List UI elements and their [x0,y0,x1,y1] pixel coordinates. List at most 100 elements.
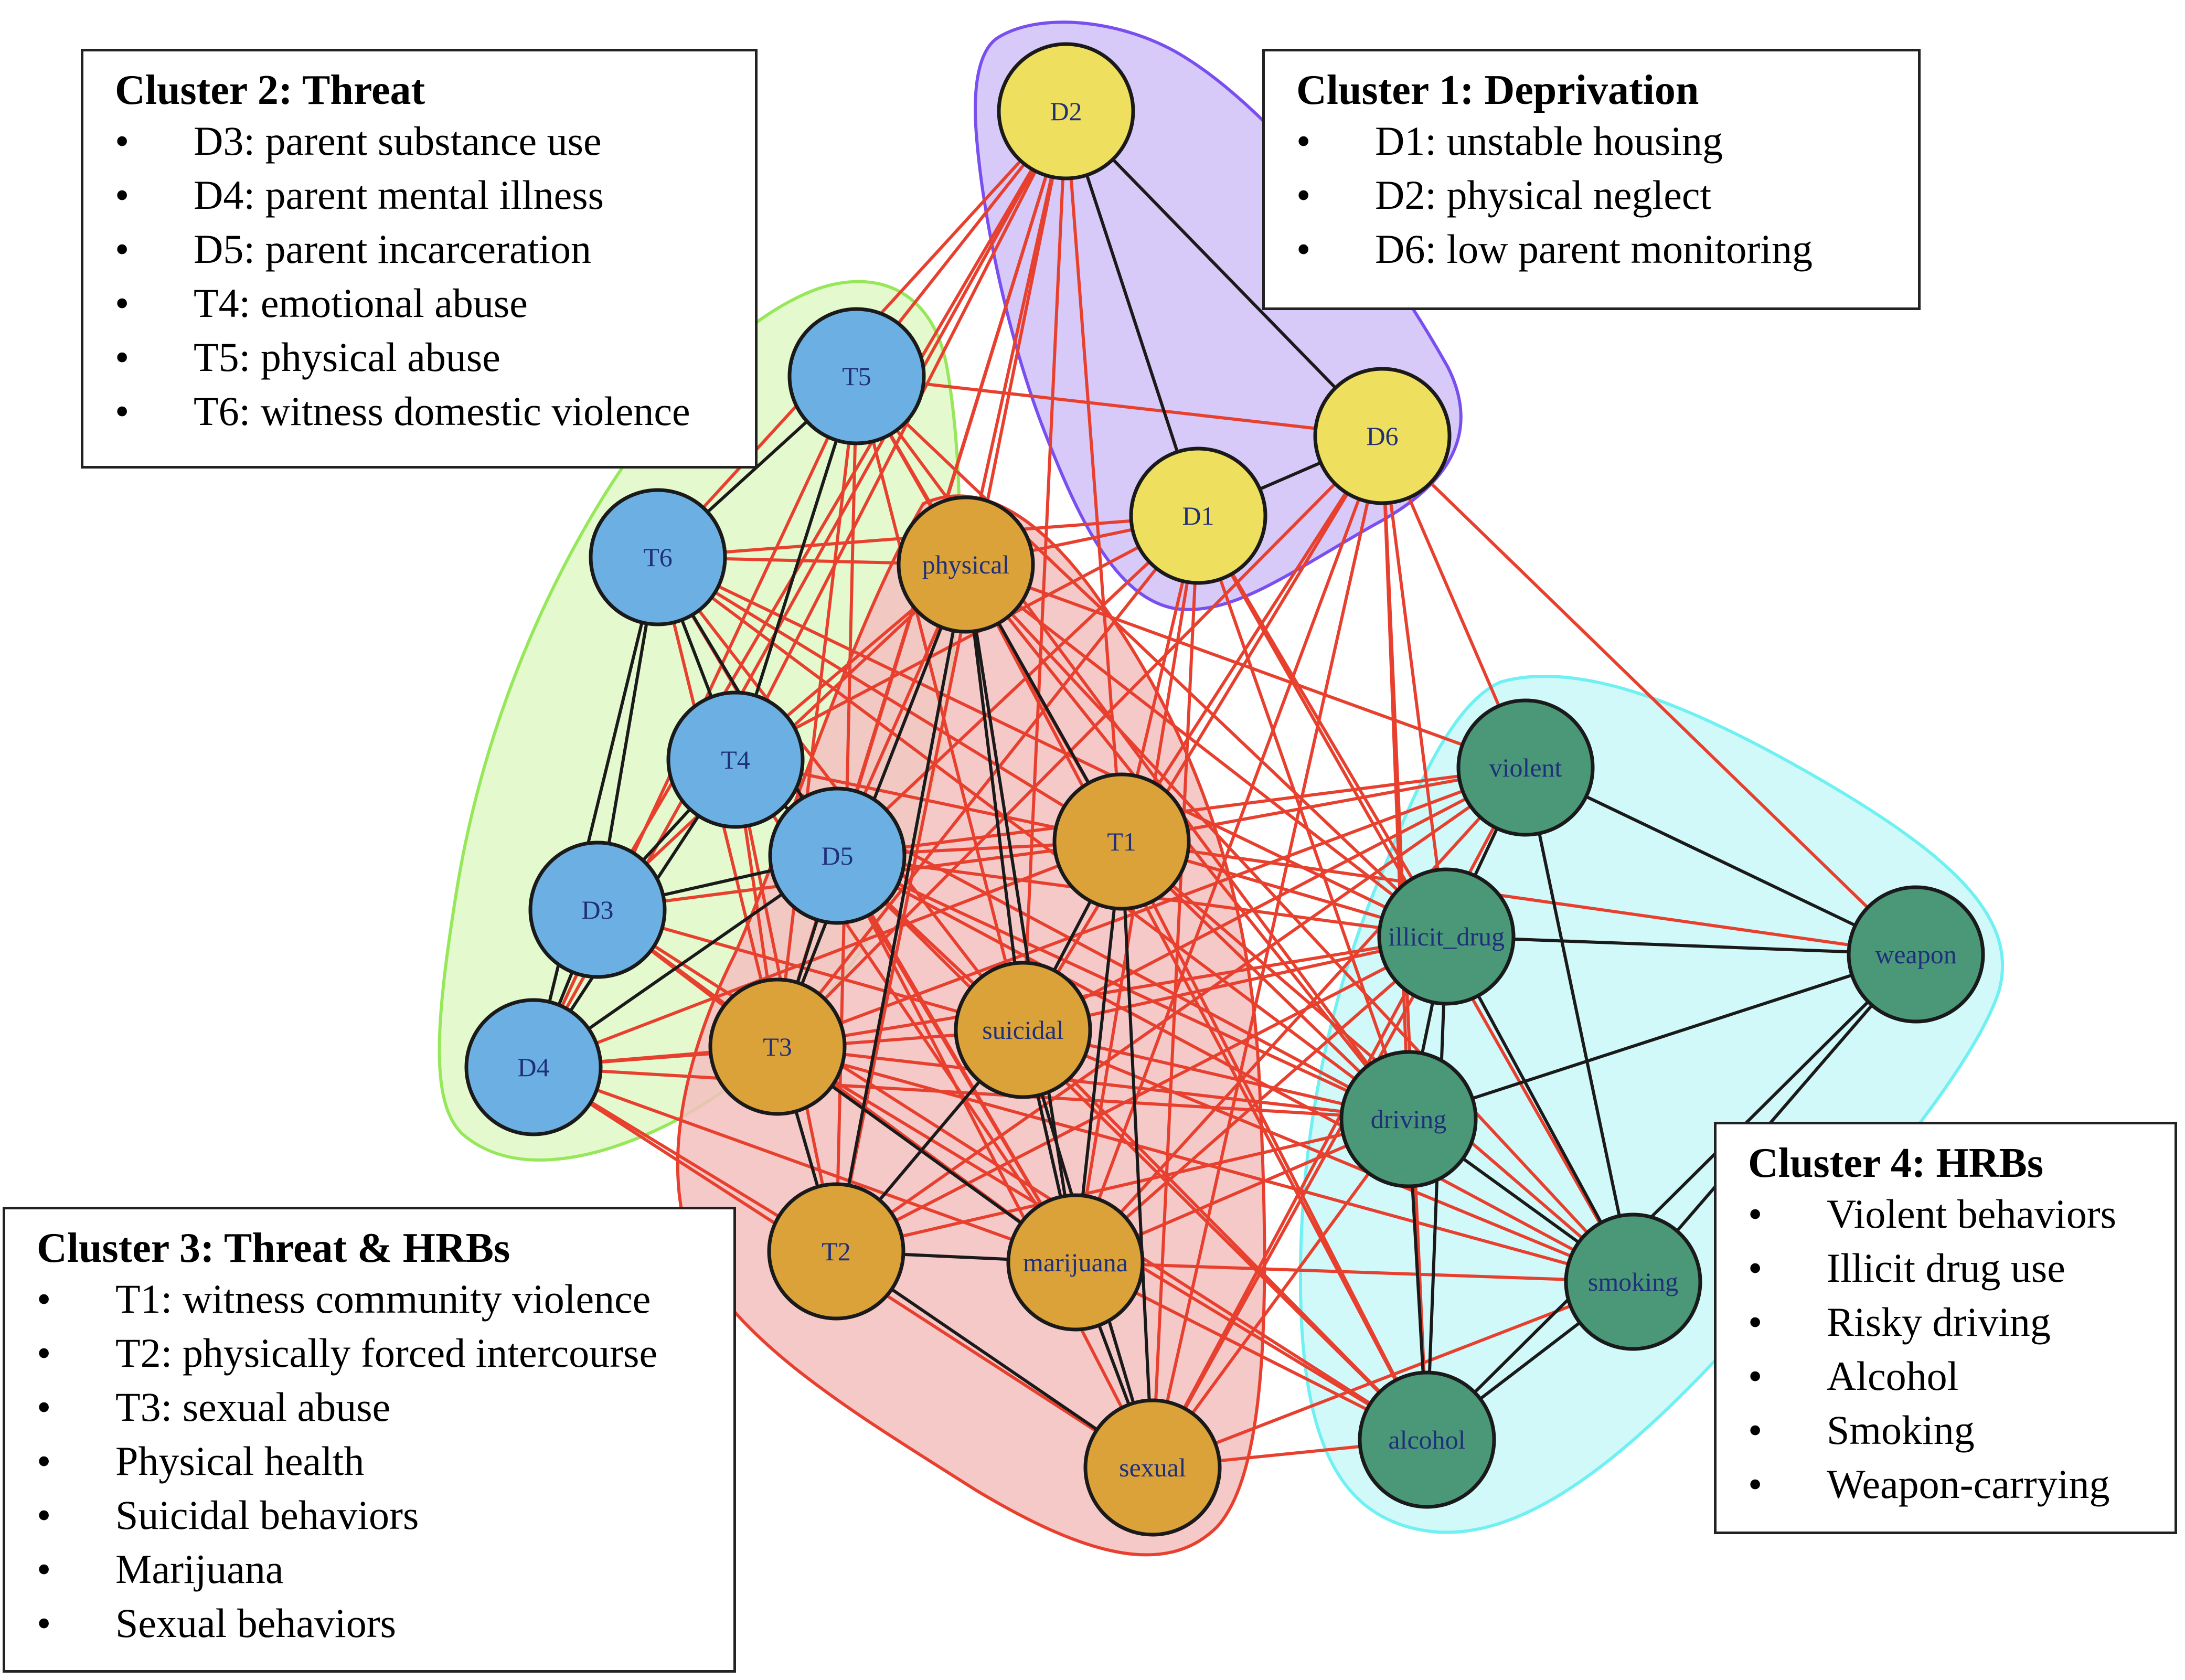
bullet-icon: • [115,172,130,218]
bullet-icon: • [115,388,130,434]
edge-between-T3-smoking [777,1045,1634,1283]
legend-item-text: Illicit drug use [1827,1245,2065,1291]
node-D6: D6 [1313,367,1452,505]
legend-list: •D3: parent substance use •D4: parent me… [115,114,723,439]
node-marijuana: marijuana [1006,1193,1145,1332]
edge-between-D5-alcohol [836,854,1429,1441]
edge-between-T3-driving [777,1045,1409,1121]
edge-within-illicit_drug-weapon [1446,935,1916,956]
edge-between-D5-smoking [836,854,1634,1283]
edge-between-sexual-illicit_drug [1151,935,1448,1469]
legend-item-text: Suicidal behaviors [115,1492,419,1538]
node-D3: D3 [528,841,667,979]
node-circle [954,961,1092,1099]
node-label: D6 [1366,421,1398,451]
edge-between-D5-sexual [836,855,1154,1469]
edge-between-physical-smoking [964,563,1635,1283]
legend-item-text: Smoking [1827,1407,1975,1453]
legend-item-text: Weapon-carrying [1827,1461,2110,1507]
edge-within-weapon-driving [1408,953,1916,1121]
edge-between-marijuana-illicit_drug [1074,935,1447,1264]
edge-between-physical-illicit_drug [965,563,1447,938]
bullet-icon: • [37,1546,51,1592]
bullet-icon: • [1748,1245,1763,1291]
edge-within-weapon-alcohol [1425,953,1917,1441]
node-weapon: weapon [1847,885,1985,1024]
bullet-icon: • [115,280,130,326]
node-D2: D2 [997,42,1135,180]
node-label: T6 [643,543,673,572]
legend-item: •T3: sexual abuse [37,1380,702,1434]
node-circle [1358,1370,1496,1509]
legend-title: Cluster 2: Threat [115,67,425,113]
legend-item: • Weapon-carrying [1748,1458,2143,1512]
legend-item: •T2: physically forced intercourse [37,1326,702,1380]
legend-item: •T4: emotional abuse [115,277,723,331]
node-D1: D1 [1129,446,1267,585]
node-alcohol: alcohol [1358,1370,1496,1509]
legend-item: •D1: unstable housing [1296,114,1886,168]
edge-between-D4-T1 [532,840,1123,1069]
legend-item: •Violent behaviors [1748,1187,2143,1241]
legend-item-text: D2: physical neglect [1375,172,1712,218]
node-circle [767,1182,905,1321]
edge-between-D6-suicidal [1021,435,1384,1031]
legend-item: •Marijuana [37,1543,702,1597]
edge-between-physical-violent [965,563,1527,769]
node-T5: T5 [787,307,926,445]
node-T4: T4 [666,690,805,829]
edge-between-sexual-driving [1151,1118,1410,1469]
bullet-icon: • [37,1600,51,1646]
bullet-icon: • [115,118,130,164]
edge-between-D1-T3 [776,515,1200,1048]
legend-item: •T1: witness community violence [37,1272,702,1326]
legend-item-text: T6: witness domestic violence [194,388,690,434]
node-T3: T3 [708,977,847,1116]
node-circle [666,690,805,829]
legend-item-text: D6: low parent monitoring [1375,226,1813,272]
node-suicidal: suicidal [954,961,1092,1099]
bullet-icon: • [1748,1299,1763,1345]
node-circle [997,42,1135,180]
bullet-icon: • [1748,1461,1763,1507]
legend-item-text: T5: physical abuse [194,334,500,380]
edge-within-T1-sexual [1120,841,1154,1468]
edge-between-D2-T2 [835,111,1068,1252]
node-driving: driving [1339,1050,1478,1188]
edge-between-T2-driving [836,1118,1409,1253]
edge-between-T2-illicit_drug [835,935,1447,1253]
node-circle [1456,698,1595,837]
node-label: T3 [763,1032,792,1061]
node-circle [768,786,907,925]
edge-between-T6-driving [657,556,1410,1121]
node-circle [708,977,847,1116]
node-sexual: sexual [1083,1398,1222,1537]
edge-between-suicidal-illicit_drug [1022,935,1447,1032]
node-circle [1847,885,1985,1024]
node-illicit_drug: illicit_drug [1377,867,1516,1006]
legend-item: •Physical health [37,1434,702,1488]
node-T6: T6 [589,488,727,626]
edge-within-violent-weapon [1525,766,1917,956]
node-T1: T1 [1052,772,1191,911]
edge-between-D6-T5 [856,375,1383,438]
legend-item-text: D3: parent substance use [194,118,602,164]
edge-between-T3-violent [776,766,1527,1048]
node-label: D1 [1182,501,1214,530]
legend-item: • T6: witness domestic violence [115,385,723,439]
edge-within-weapon-smoking [1632,953,1917,1283]
edge-between-T1-weapon [1121,840,1916,956]
legend-item: •Risky driving [1748,1295,2143,1349]
node-circle [897,495,1035,634]
legend-item: •D6: low parent monitoring [1296,222,1886,277]
node-circle [787,307,926,445]
edge-between-T5-illicit_drug [855,375,1448,938]
edge-between-D1-driving [1197,515,1410,1120]
edge-between-suicidal-alcohol [1021,1028,1429,1441]
legend-item: • Illicit drug use [1748,1241,2143,1295]
legend-item-text: Violent behaviors [1827,1191,2117,1237]
node-D4: D4 [464,998,603,1136]
edge-between-D6-T3 [776,434,1384,1048]
bullet-icon: • [37,1492,51,1538]
edge-within-physical-T2 [835,564,967,1252]
